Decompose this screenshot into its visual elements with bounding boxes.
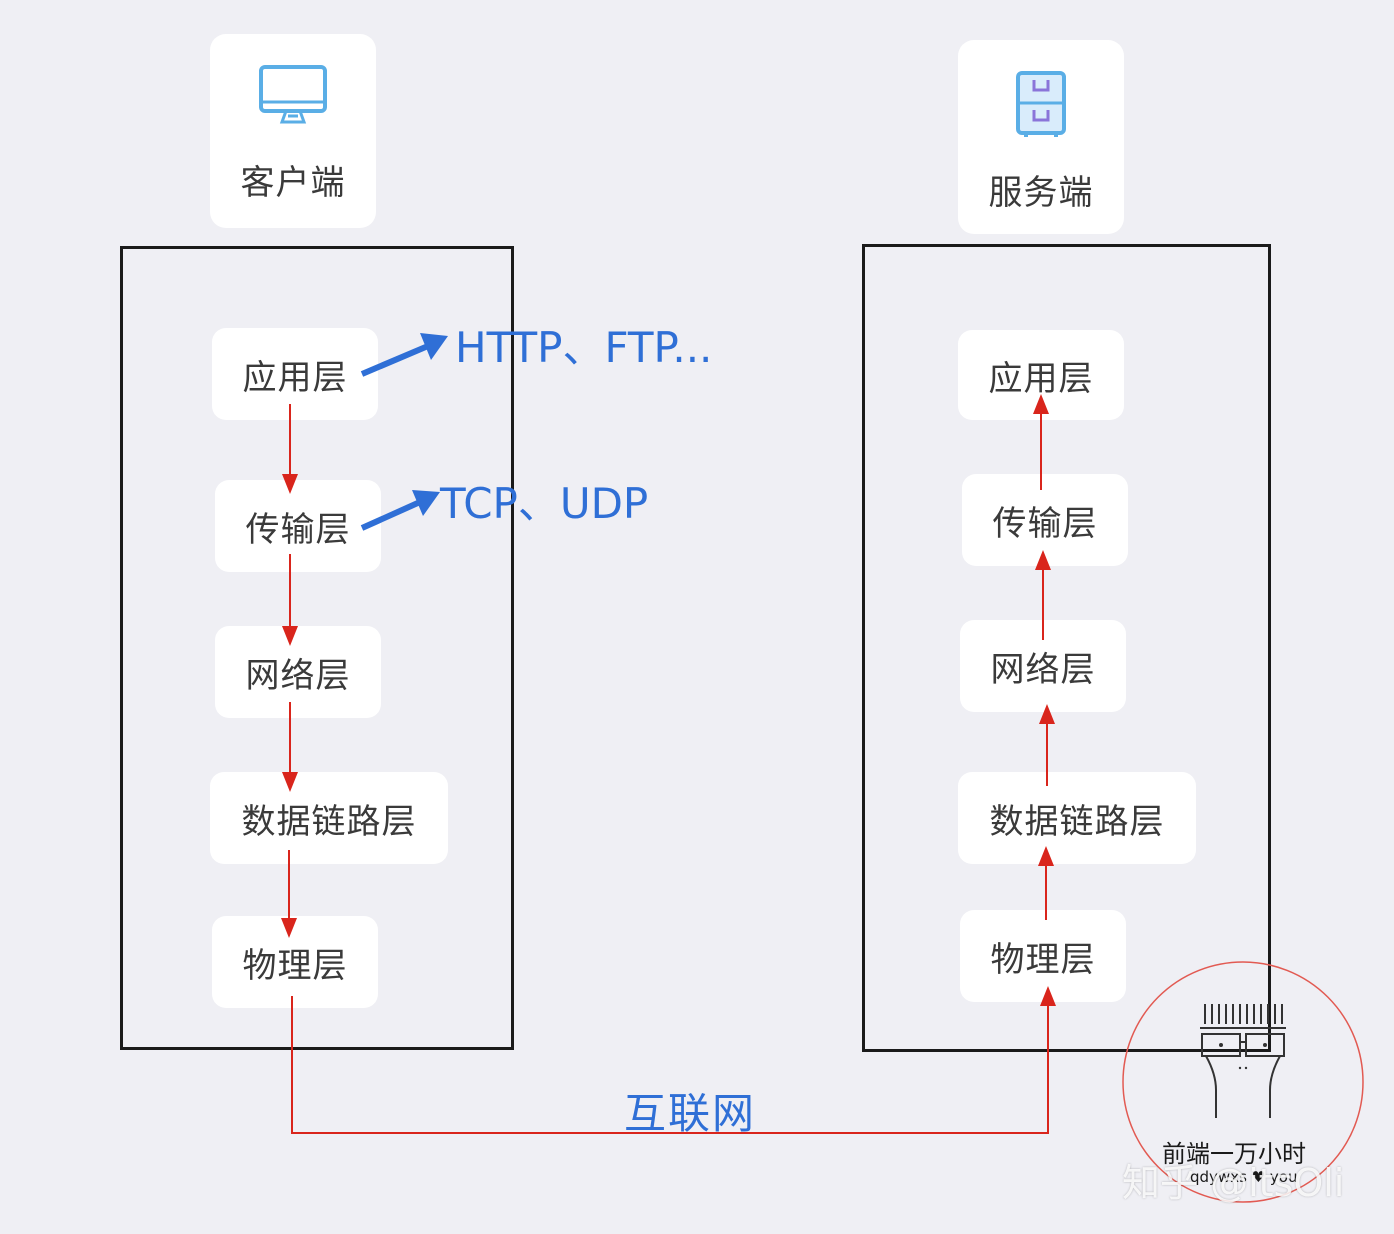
server-layer-datalink: 数据链路层 [958,772,1196,864]
client-layer-datalink: 数据链路层 [210,772,448,864]
server-card: 服务端 [958,40,1124,234]
stamp-title: 前端一万小时 [1162,1140,1306,1168]
server-stack-box [862,244,1271,1052]
client-card: 客户端 [210,34,376,228]
server-layer-transport: 传输层 [962,474,1128,566]
zhihu-watermark: 知乎 @itsOli [1122,1161,1345,1205]
protocol-arrows [360,333,448,531]
stamp-subtitle: qdywxs ♥ you [1190,1168,1298,1186]
heart-icon: ♥ [1251,1168,1266,1186]
client-label: 客户端 [240,163,346,203]
client-down-arrows [281,404,298,938]
client-stack-box [120,246,514,1050]
server-up-arrows [1033,394,1055,920]
server-layer-application: 应用层 [958,330,1124,420]
client-layer-application: 应用层 [212,328,378,420]
application-protocols-label: HTTP、FTP... [455,323,713,372]
transport-protocols-label: TCP、UDP [440,479,649,528]
file-cabinet-icon [1014,70,1068,147]
monitor-icon [258,64,328,137]
internet-label: 互联网 [624,1089,757,1138]
client-layer-transport: 传输层 [215,480,381,572]
client-layer-network: 网络层 [215,626,381,718]
server-layer-physical: 物理层 [960,910,1126,1002]
internet-path [291,986,1056,1134]
server-label: 服务端 [988,173,1094,213]
client-layer-physical: 物理层 [212,916,378,1008]
